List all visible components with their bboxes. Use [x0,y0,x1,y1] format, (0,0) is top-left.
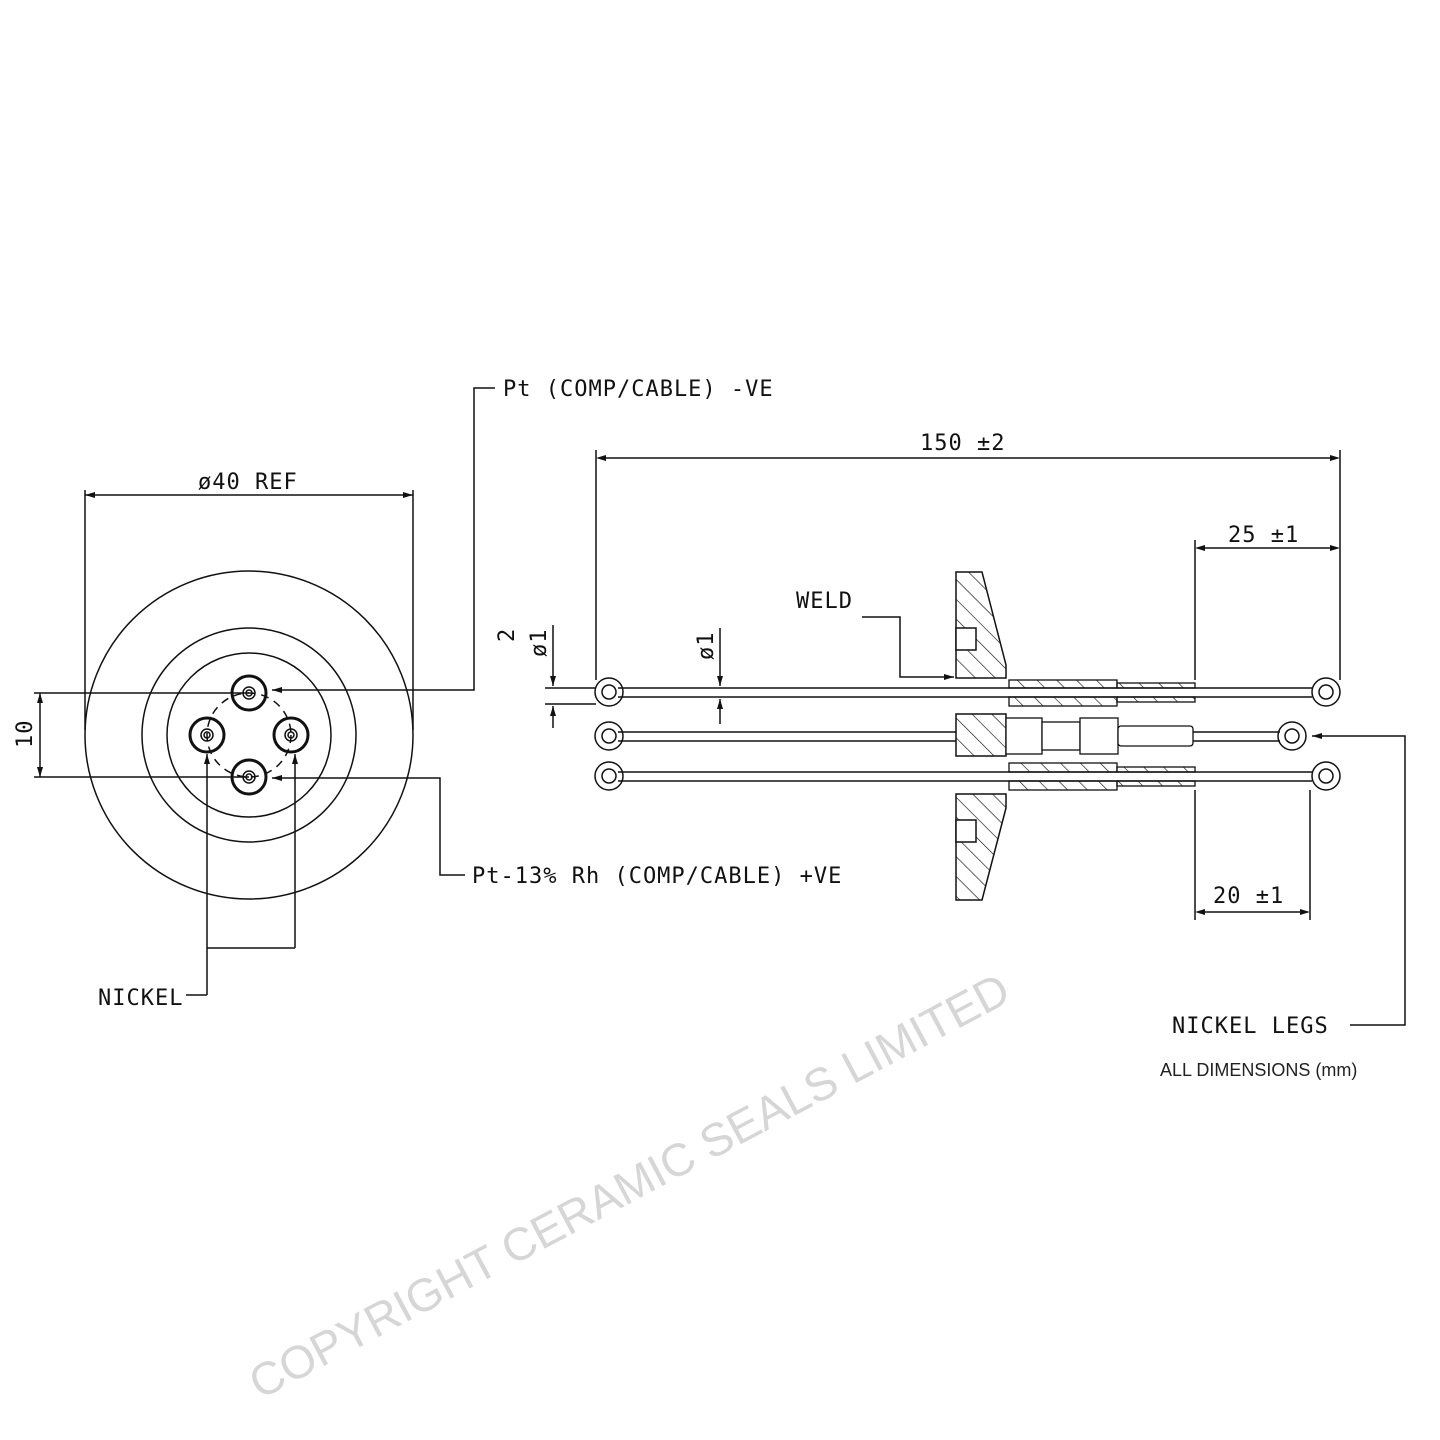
wire-diameter-dimension: ø1 [694,632,719,661]
flange-section [955,571,1007,901]
bottom-leg-dimension: 20 ±1 [1213,884,1284,909]
watermark: COPYRIGHT CERAMIC SEALS LIMITED [240,963,1017,1409]
weld-label: WELD [796,589,853,614]
diameter-dimension: ø40 REF [198,470,298,495]
wire-middle [594,721,1307,751]
pin-right [272,716,310,754]
end-view: ø40 REF 10 Pt (COMP/CABLE) -VE Pt-13% Rh… [13,377,842,1011]
outer-flange-circle [84,570,414,900]
wire-bottom [594,761,1341,791]
positive-leg-label: Pt-13% Rh (COMP/CABLE) +VE [472,864,842,889]
top-leg-dimension: 25 ±1 [1228,523,1299,548]
inner-circle [166,652,332,818]
wire-top [594,677,1341,707]
negative-leg-label: Pt (COMP/CABLE) -VE [503,377,774,402]
pitch-dimension: 10 [13,720,38,749]
nickel-label: NICKEL [98,986,183,1011]
eyelet-dimension-a: 2 [495,628,520,642]
ceramic-sleeves [1005,679,1196,791]
side-view: 150 ±2 25 ±1 20 ±1 2 ø1 ø1 WELD NICKEL L… [495,431,1406,1039]
nickel-legs-label: NICKEL LEGS [1172,1014,1329,1039]
middle-circle [141,627,357,843]
pitch-circle [206,692,292,778]
eyelet-dimension-b: ø1 [527,629,552,658]
overall-length-dimension: 150 ±2 [920,431,1005,456]
units-note: ALL DIMENSIONS (mm) [1160,1060,1357,1080]
pin-left [188,716,226,754]
